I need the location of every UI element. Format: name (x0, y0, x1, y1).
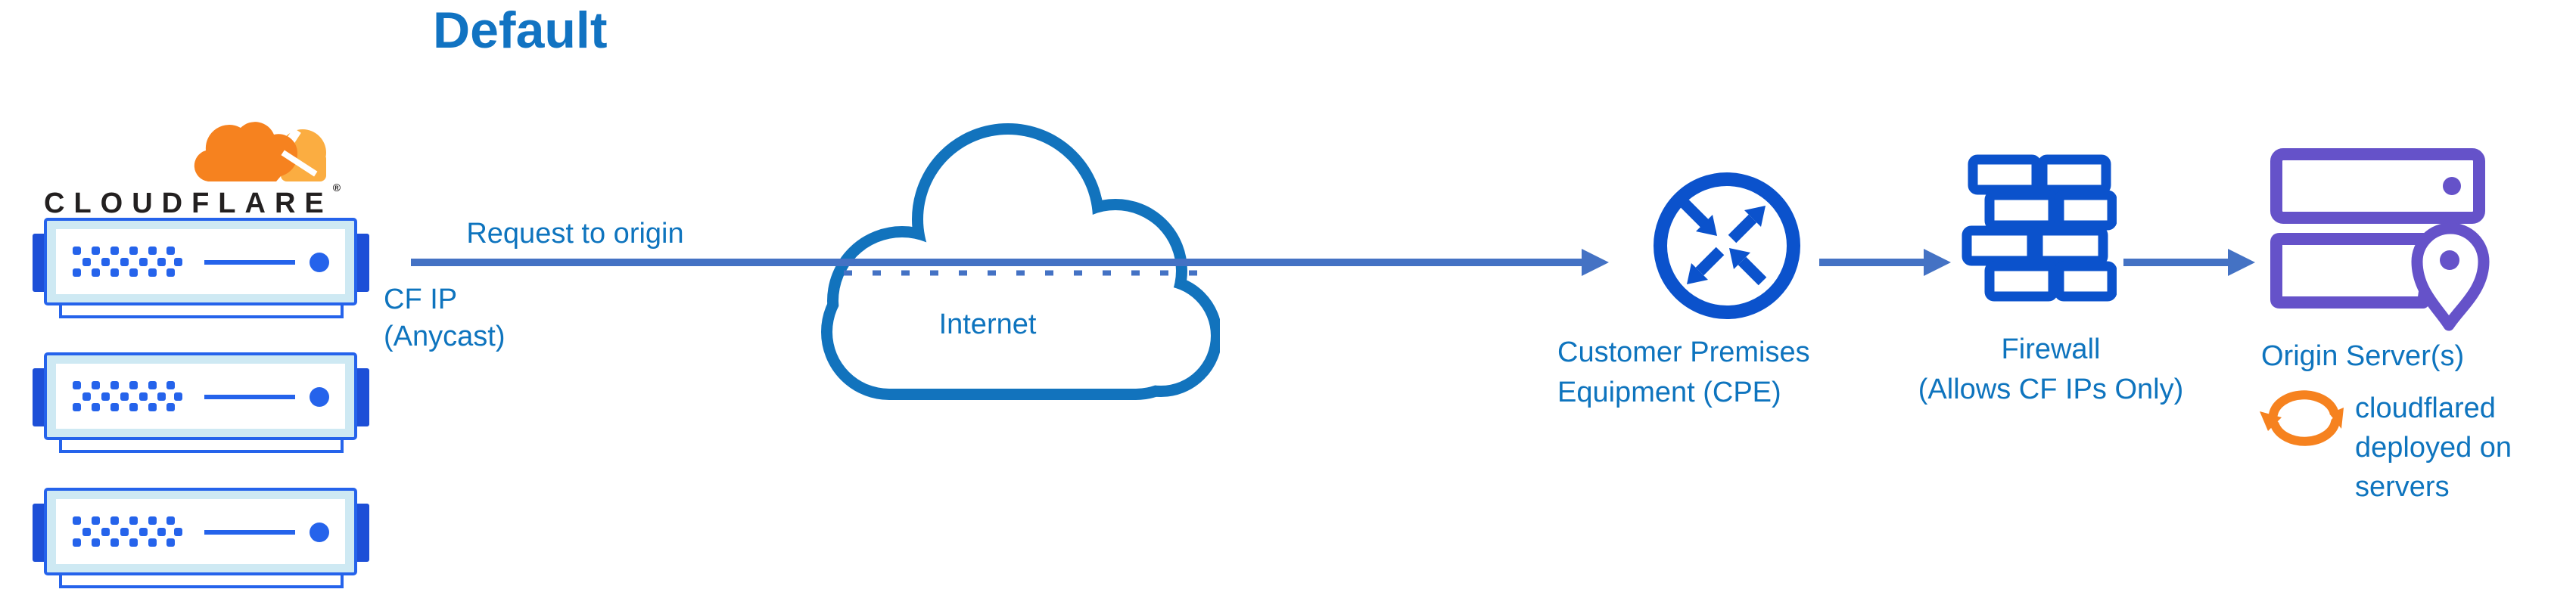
firewall-icon (1962, 154, 2117, 302)
origin-label: Origin Server(s) (2261, 340, 2465, 372)
cloudflared-note: cloudflared deployed on servers (2355, 392, 2512, 503)
sync-arrows-icon (2260, 390, 2344, 446)
cloudflare-wordmark-text: CLOUDFLARE (44, 188, 333, 219)
origin-servers-icon (2270, 148, 2490, 331)
cloudflare-logo-icon (194, 122, 326, 181)
cpe-to-firewall-arrow (1819, 249, 1951, 276)
request-label: Request to origin (466, 218, 684, 250)
firewall-to-origin-arrow (2123, 249, 2255, 276)
cloudflare-wordmark: CLOUDFLARE® (44, 181, 341, 220)
firewall-label: Firewall (Allows CF IPs Only) (1918, 333, 2184, 405)
cpe-label: Customer Premises Equipment (CPE) (1557, 336, 1810, 408)
registered-trademark-symbol: ® (332, 181, 341, 194)
cf-ip-label: CF IP (Anycast) (384, 284, 506, 352)
page-title: Default (433, 2, 608, 59)
cpe-router-icon (1654, 172, 1800, 319)
request-arrow (411, 249, 1609, 276)
internet-label: Internet (938, 309, 1037, 340)
